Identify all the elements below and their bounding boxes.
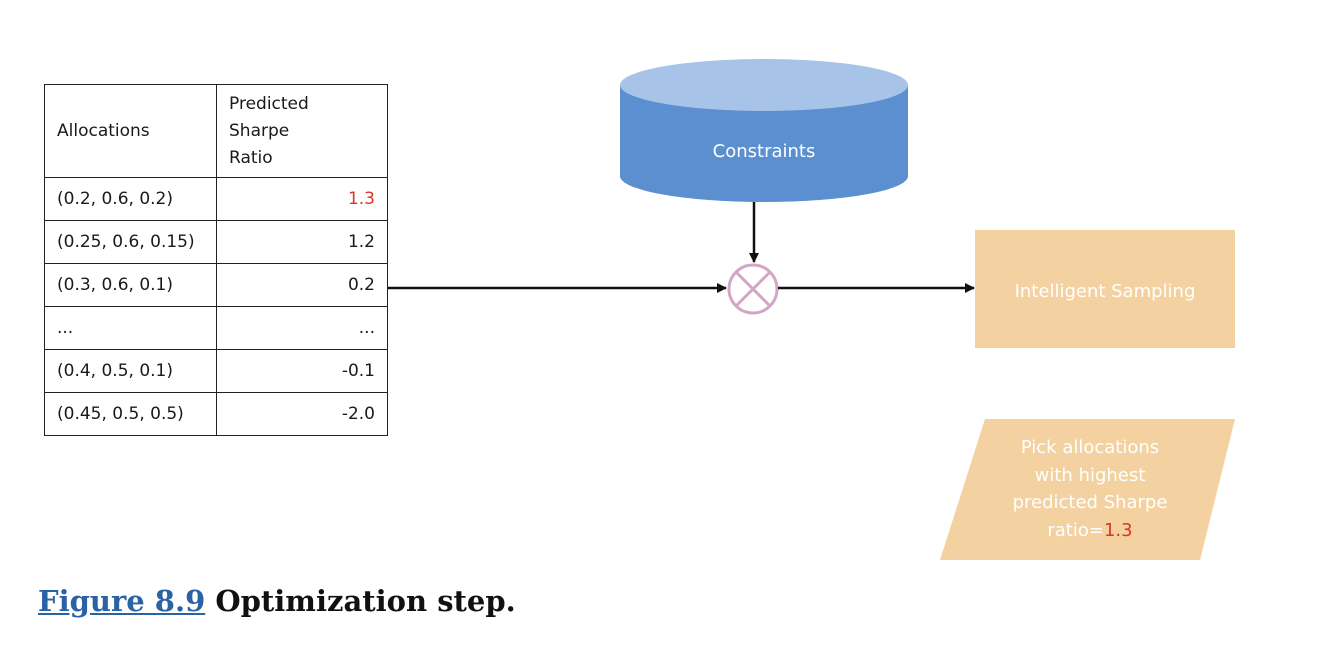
table-header-row: Allocations Predicted Sharpe Ratio: [44, 84, 388, 178]
intelligent-sampling-box: [975, 230, 1235, 348]
sharpe-cell: 0.2: [216, 263, 388, 307]
header-allocations: Allocations: [44, 84, 217, 178]
allocation-cell: (0.2, 0.6, 0.2): [44, 177, 217, 221]
constraints-cylinder-body: [620, 85, 908, 202]
circle-x-icon: [727, 263, 779, 315]
table-row: (0.2, 0.6, 0.2)1.3: [44, 177, 388, 221]
constraints-database: [620, 59, 908, 202]
allocations-table: Allocations Predicted Sharpe Ratio (0.2,…: [44, 84, 388, 436]
allocation-cell: (0.25, 0.6, 0.15): [44, 220, 217, 264]
constraints-label: Constraints: [712, 141, 816, 162]
table-row: (0.25, 0.6, 0.15)1.2: [44, 220, 388, 264]
table-row: (0.3, 0.6, 0.1)0.2: [44, 263, 388, 307]
sharpe-cell: -2.0: [216, 392, 388, 436]
pick-sharpe-value: 1.3: [1103, 519, 1133, 541]
pick-allocations-label: Pick allocations with highest predicted …: [1012, 437, 1168, 541]
table-row: (0.45, 0.5, 0.5)-2.0: [44, 392, 388, 436]
sharpe-cell: 1.2: [216, 220, 388, 264]
caption-text: Optimization step.: [205, 584, 516, 618]
constraints-cylinder-top: [620, 59, 908, 111]
header-predicted-sharpe-ratio: Predicted Sharpe Ratio: [216, 84, 388, 178]
intelligent-sampling-label: Intelligent Sampling: [1014, 281, 1196, 302]
figure-caption: Figure 8.9 Optimization step.: [38, 584, 516, 618]
figure-link[interactable]: Figure 8.9: [38, 584, 206, 618]
sharpe-cell: ...: [216, 306, 388, 350]
table-row: ......: [44, 306, 388, 350]
pick-allocations-parallelogram: [940, 419, 1235, 560]
sharpe-cell: 1.3: [216, 177, 388, 221]
allocation-cell: (0.45, 0.5, 0.5): [44, 392, 217, 436]
allocation-cell: (0.3, 0.6, 0.1): [44, 263, 217, 307]
